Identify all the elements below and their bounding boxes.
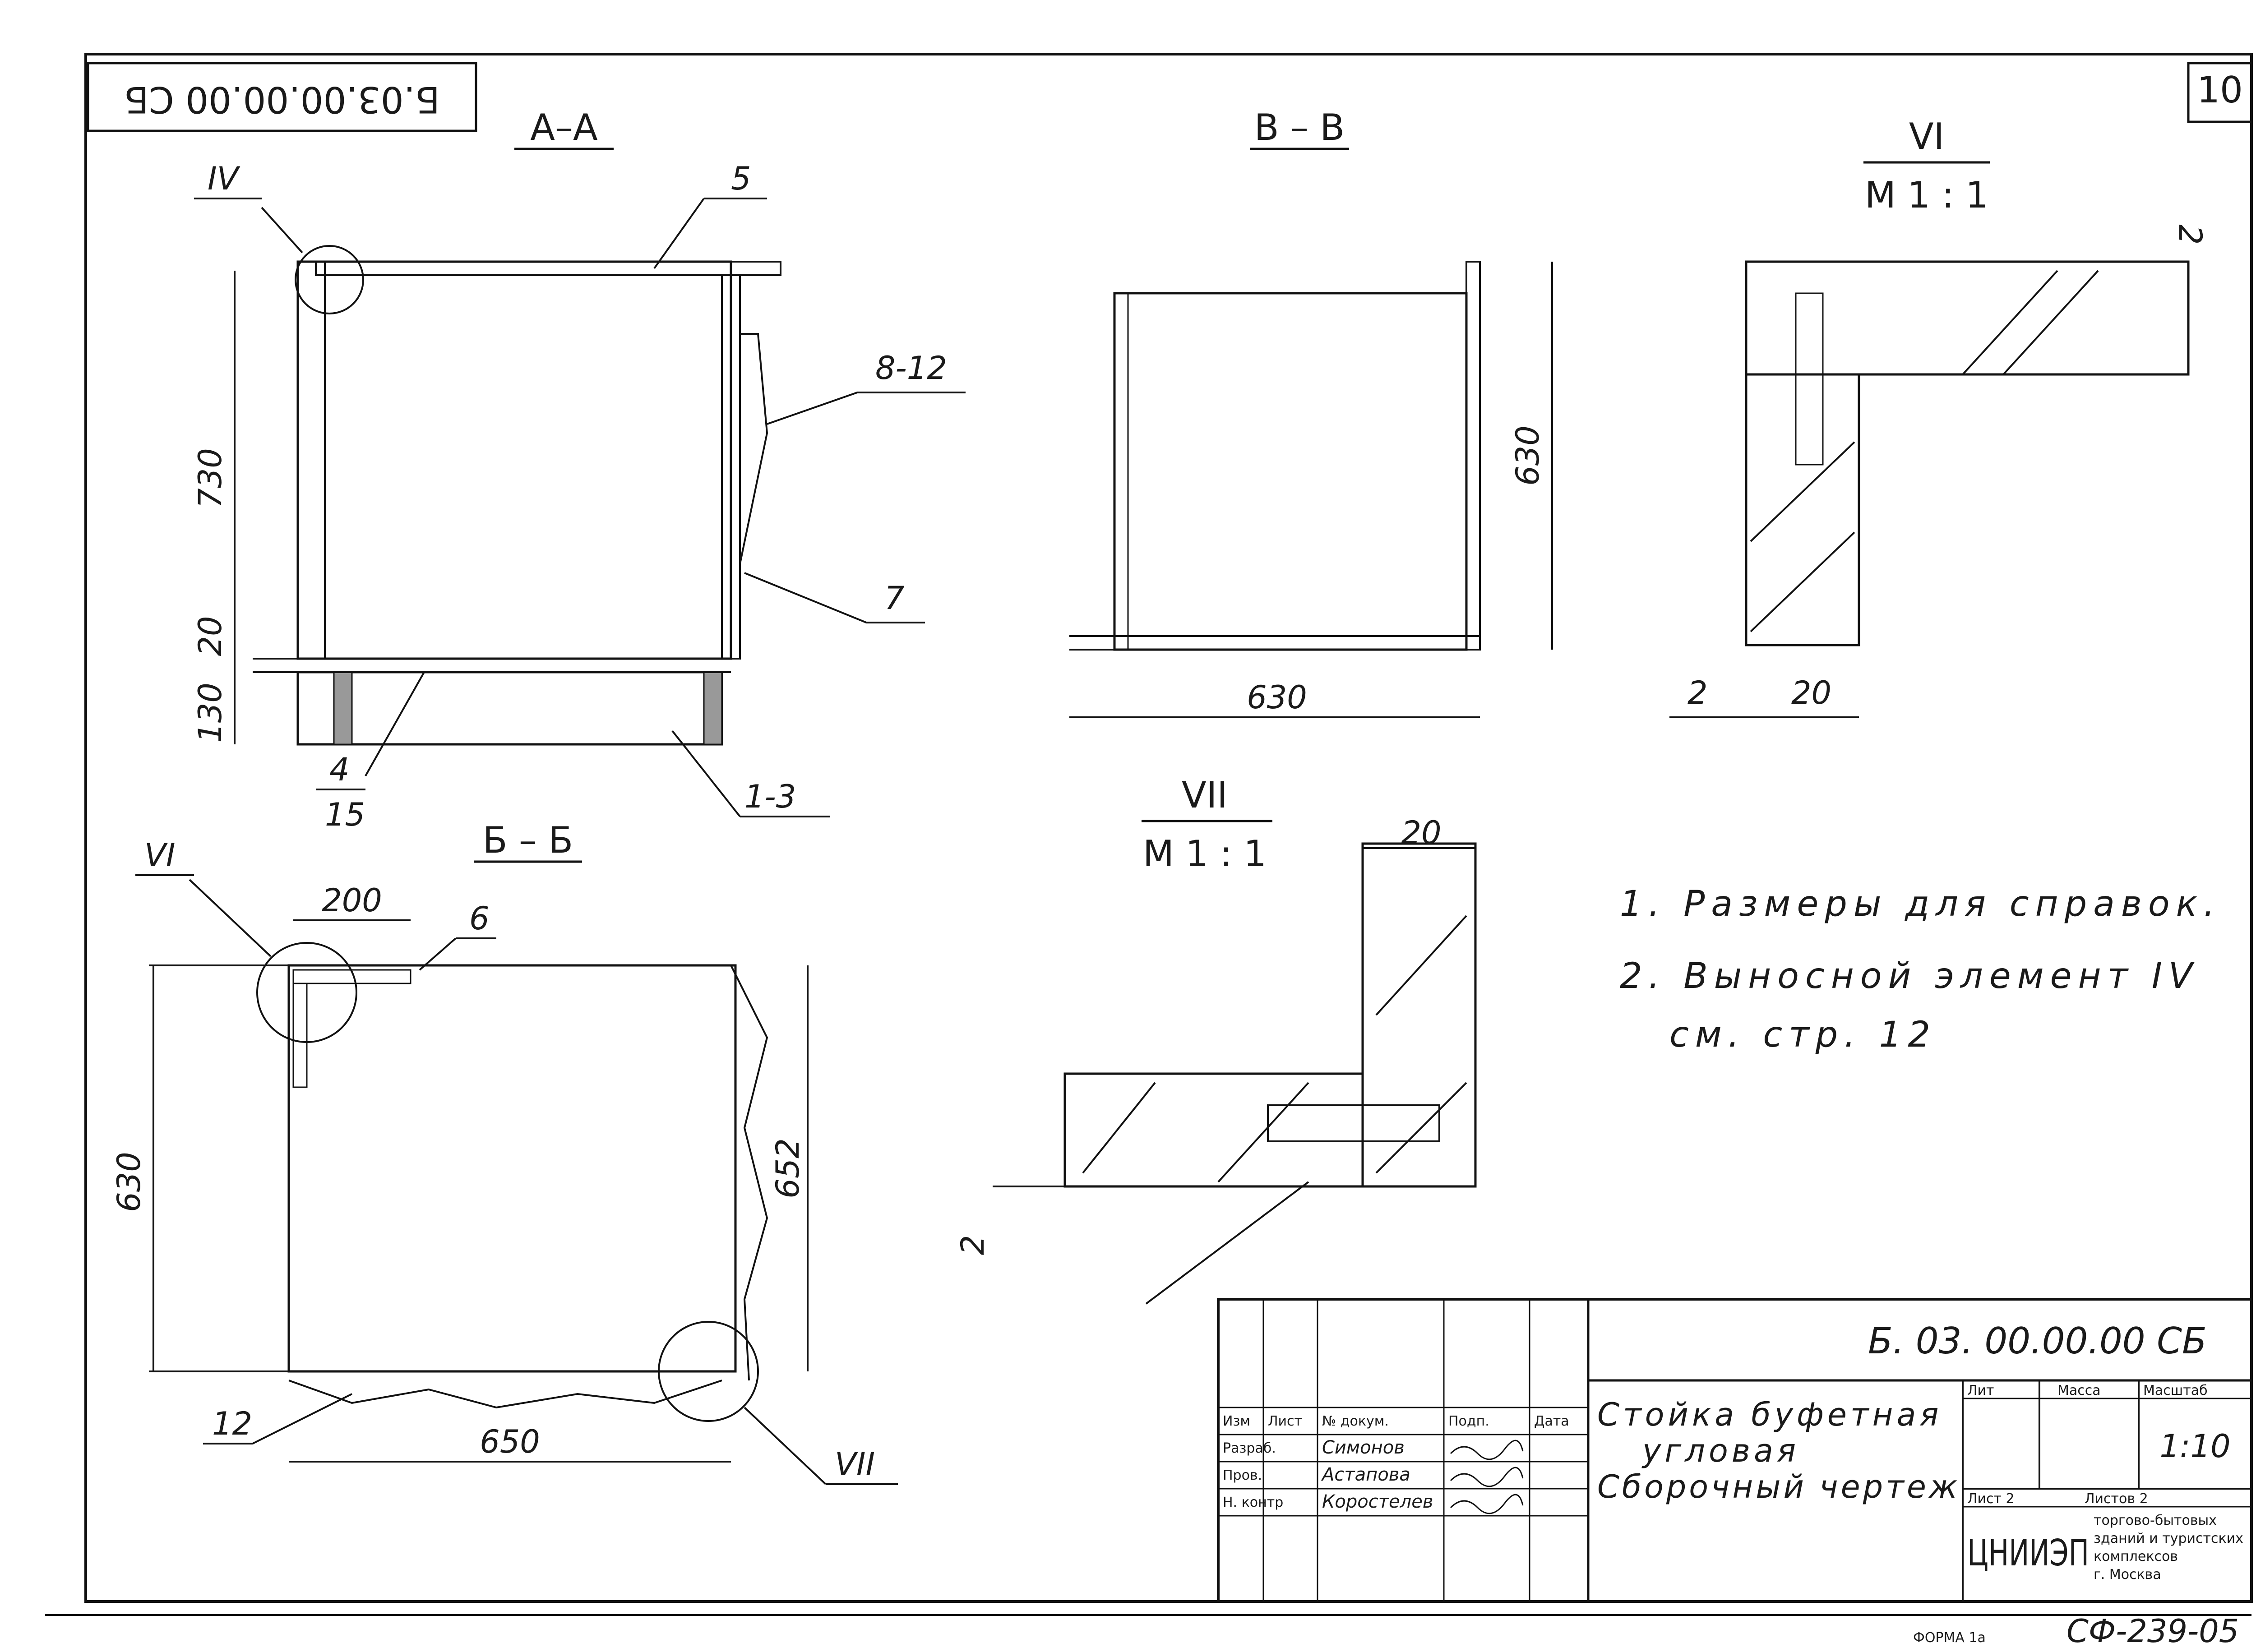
aa-dim-730: 730	[192, 448, 229, 508]
tb-header-sign: Подп.	[1448, 1413, 1489, 1429]
note-2-continued: см. стр. 12	[1669, 1015, 1937, 1055]
vii-dim-20: 20	[1401, 814, 1441, 851]
tb-org-logo: ЦНИИЭП	[1967, 1532, 2089, 1574]
detail-vii-view: VII М 1 : 1 20 2	[954, 774, 1477, 1305]
tb-org-line-3: комплексов	[2094, 1549, 2178, 1564]
tb-person-norm-control: Коростелев	[1322, 1491, 1433, 1512]
page-number: 10	[2197, 69, 2243, 111]
vi-dim-2-top: 2	[2172, 225, 2209, 245]
tb-sheets-label: Листов 2	[2085, 1491, 2148, 1507]
rotated-code-box: Б.03.00.00.00 СБ	[87, 62, 477, 132]
tb-sheet-label: Лист 2	[1967, 1491, 2015, 1507]
vi-dim-2-left: 2	[1687, 674, 1708, 711]
sheet-frame	[84, 53, 2253, 1603]
tb-name-line-1: Стойка буфетная	[1597, 1396, 1942, 1433]
tb-header-izm: Изм	[1223, 1413, 1250, 1429]
tb-role-norm-control: Н. контр	[1223, 1495, 1283, 1510]
detail-vii-scale: М 1 : 1	[1143, 833, 1267, 875]
bb-callout-vii: VII	[835, 1446, 875, 1483]
aa-leader-5: 5	[731, 160, 751, 197]
vii-dim-2: 2	[954, 1235, 991, 1255]
format-label: ФОРМА 1а	[1913, 1630, 1986, 1646]
detail-vi-title: VI	[1909, 115, 1944, 157]
bb-leader-12: 12	[212, 1405, 252, 1442]
tb-role-checker: Пров.	[1223, 1467, 1262, 1483]
note-2: 2. Выносной элемент IV	[1620, 956, 2199, 997]
section-aa-title: А–А	[530, 106, 598, 148]
aa-leader-1-3: 1-3	[744, 778, 796, 815]
tb-label-mass: Масса	[2057, 1383, 2101, 1398]
notes-block: 1. Размеры для справок. 2. Выносной элем…	[1620, 884, 2221, 1055]
vv-dim-630-vertical: 630	[1509, 425, 1546, 486]
page-number-box: 10	[2187, 62, 2253, 123]
signature-developer	[1450, 1440, 1524, 1460]
section-bb-title: Б – Б	[483, 819, 573, 861]
bb-callout-vi: VI	[144, 837, 176, 874]
tb-person-developer: Симонов	[1322, 1437, 1405, 1458]
signature-checker	[1450, 1467, 1524, 1487]
bb-dim-652: 652	[769, 1138, 806, 1199]
vi-dim-20: 20	[1791, 674, 1831, 711]
bb-dim-200: 200	[322, 882, 382, 919]
detail-vi-view: VI М 1 : 1 2 2 20	[1669, 115, 2209, 718]
tb-org-line-4: г. Москва	[2094, 1567, 2161, 1583]
title-block: Б. 03. 00.00.00 СБ Изм Лист № докум. Под…	[1217, 1298, 2253, 1603]
tb-org-line-2: зданий и туристских	[2094, 1531, 2243, 1546]
bb-dim-650: 650	[480, 1423, 540, 1460]
tb-name-line-3: Сборочный чертеж	[1597, 1468, 1960, 1505]
tb-label-scale: Масштаб	[2143, 1383, 2208, 1398]
bb-dim-630: 630	[111, 1152, 148, 1212]
aa-dim-130: 130	[192, 683, 229, 743]
tb-header-date: Дата	[1534, 1413, 1569, 1429]
tb-name-line-2: угловая	[1641, 1432, 1799, 1469]
aa-leader-4: 4	[329, 751, 350, 788]
signature-norm-control	[1450, 1494, 1524, 1514]
rotated-code-text: Б.03.00.00.00 СБ	[124, 78, 440, 120]
tb-header-list: Лист	[1268, 1413, 1302, 1429]
tb-header-doc: № докум.	[1322, 1413, 1389, 1429]
aa-leader-8-12: 8-12	[875, 350, 947, 387]
aa-dim-20: 20	[192, 616, 229, 656]
tb-org-line-1: торгово-бытовых	[2094, 1513, 2217, 1528]
tb-person-checker: Астапова	[1321, 1464, 1410, 1485]
section-vv-view: В – В 630 630	[1069, 106, 1553, 718]
detail-vi-scale: М 1 : 1	[1865, 174, 1988, 216]
vv-dim-630-horizontal: 630	[1247, 679, 1307, 716]
bottom-code: СФ-239-05	[2066, 1613, 2239, 1650]
section-bb-view: Б – Б 630 652 650 200 6 VI 12 VII	[111, 819, 898, 1485]
tb-scale-value: 1:10	[2159, 1428, 2230, 1465]
tb-label-lit: Лит	[1967, 1383, 1994, 1398]
tb-designation: Б. 03. 00.00.00 СБ	[1868, 1320, 2207, 1362]
detail-vii-title: VII	[1182, 774, 1228, 816]
tb-role-developer: Разраб.	[1223, 1440, 1276, 1456]
note-1: 1. Размеры для справок.	[1620, 884, 2221, 924]
bb-leader-6: 6	[469, 900, 490, 937]
section-vv-title: В – В	[1254, 106, 1345, 148]
section-aa-view: А–А 730 20 130 IV 5 8-12 7 4	[192, 106, 966, 833]
aa-leader-7: 7	[884, 580, 905, 617]
aa-callout-iv: IV	[208, 160, 240, 197]
aa-leader-15: 15	[325, 796, 365, 833]
